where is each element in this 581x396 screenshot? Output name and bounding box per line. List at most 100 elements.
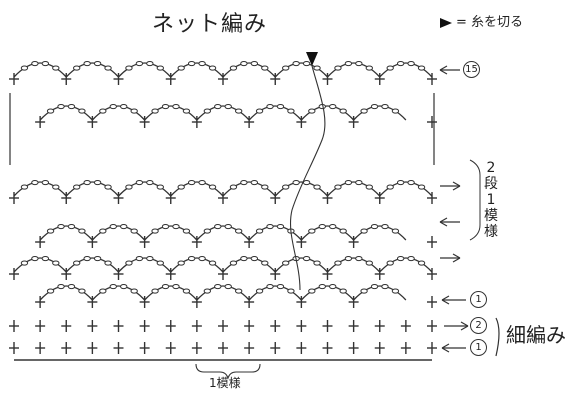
chain-oval-icon	[109, 223, 117, 230]
repeat-note-char: 1	[486, 192, 496, 208]
chain-oval-icon	[187, 179, 196, 186]
chain-oval-icon	[99, 108, 107, 114]
chain-arch	[170, 62, 224, 78]
chain-oval-icon	[93, 179, 102, 186]
chain-arch	[379, 257, 433, 273]
chain-oval-icon	[344, 60, 353, 67]
single-crochet-cross-icon	[113, 320, 124, 332]
single-crochet-cross-icon	[427, 342, 437, 354]
chain-oval-icon	[31, 179, 39, 186]
single-crochet-cross-icon	[427, 116, 437, 128]
chain-oval-icon	[329, 223, 337, 230]
single-crochet-cross-icon	[165, 342, 176, 354]
chain-oval-icon	[135, 255, 144, 262]
chain-arch	[39, 225, 93, 241]
chain-oval-icon	[125, 260, 133, 266]
chain-arch	[196, 105, 250, 121]
single-crochet-cross-icon	[191, 296, 202, 308]
chain-oval-icon	[172, 283, 180, 290]
single-crochet-cross-icon	[427, 236, 437, 248]
chain-arch	[222, 62, 276, 78]
single-crochet-cross-icon	[270, 192, 281, 204]
stitch-grid	[9, 52, 437, 380]
chain-arch	[300, 285, 355, 301]
chain-oval-icon	[234, 108, 243, 114]
chain-arch	[353, 285, 407, 301]
chain-oval-icon	[255, 108, 264, 114]
single-crochet-cross-icon	[296, 320, 307, 332]
single-crochet-cross-icon	[400, 342, 411, 354]
chain-oval-icon	[104, 184, 112, 190]
chain-oval-icon	[208, 184, 217, 190]
repeat-note-char: 2	[486, 160, 496, 176]
chain-oval-icon	[120, 223, 128, 230]
chain-oval-icon	[161, 283, 170, 290]
chain-oval-icon	[214, 283, 222, 290]
chain-oval-icon	[313, 65, 321, 71]
chain-oval-icon	[250, 255, 259, 262]
chain-oval-icon	[41, 60, 50, 67]
chain-oval-icon	[46, 288, 55, 294]
single-crochet-cross-icon	[139, 296, 150, 308]
single-crochet-cross-icon	[244, 342, 255, 354]
chain-oval-icon	[78, 108, 86, 114]
chain-oval-icon	[287, 288, 295, 294]
chain-oval-icon	[334, 184, 342, 190]
single-crochet-cross-icon	[270, 268, 281, 280]
chain-oval-icon	[407, 179, 415, 186]
chain-oval-icon	[329, 103, 337, 110]
single-crochet-cross-icon	[191, 236, 202, 248]
single-crochet-cross-icon	[374, 73, 385, 85]
chain-oval-icon	[365, 260, 373, 266]
chain-arch	[327, 181, 381, 197]
single-crochet-cross-icon	[9, 342, 19, 354]
single-crochet-cross-icon	[244, 236, 255, 248]
chain-oval-icon	[329, 283, 337, 290]
single-crochet-cross-icon	[35, 342, 46, 354]
single-crochet-cross-icon	[427, 296, 437, 308]
single-crochet-cross-icon	[35, 116, 46, 128]
single-crochet-cross-icon	[244, 296, 255, 308]
single-crochet-cross-icon	[87, 116, 98, 128]
chain-oval-icon	[203, 228, 212, 234]
chain-oval-icon	[20, 260, 29, 266]
chain-oval-icon	[370, 103, 379, 110]
chain-arch	[300, 225, 355, 241]
single-crochet-cross-icon	[61, 73, 72, 85]
chain-oval-icon	[334, 260, 342, 266]
chain-arch	[13, 257, 67, 273]
chain-arch	[170, 257, 224, 273]
chain-oval-icon	[250, 60, 259, 67]
chain-oval-icon	[125, 184, 133, 190]
chain-oval-icon	[41, 255, 50, 262]
chain-oval-icon	[240, 179, 248, 186]
chain-oval-icon	[240, 255, 248, 262]
chain-oval-icon	[109, 103, 117, 110]
chain-arch	[65, 181, 119, 197]
chain-oval-icon	[151, 288, 159, 294]
chain-oval-icon	[57, 283, 65, 290]
chain-oval-icon	[355, 179, 363, 186]
single-crochet-cross-icon	[348, 236, 359, 248]
chain-oval-icon	[203, 288, 212, 294]
single-crochet-cross-icon	[87, 236, 98, 248]
single-crochet-cross-icon	[113, 268, 124, 280]
chain-oval-icon	[161, 223, 170, 230]
single-crochet-cross-icon	[35, 320, 46, 332]
chain-oval-icon	[120, 103, 128, 110]
chain-oval-icon	[250, 179, 259, 186]
chain-arch	[118, 62, 172, 78]
chain-arch	[327, 62, 381, 78]
single-crochet-cross-icon	[427, 320, 437, 332]
chain-arch	[222, 181, 276, 197]
chain-oval-icon	[46, 108, 55, 114]
single-crochet-cross-icon	[165, 320, 176, 332]
chain-oval-icon	[99, 288, 107, 294]
chain-oval-icon	[125, 65, 133, 71]
chain-oval-icon	[355, 60, 363, 67]
chain-oval-icon	[57, 103, 65, 110]
arrow-left-icon	[439, 65, 448, 75]
chain-arch	[39, 105, 93, 121]
chain-oval-icon	[57, 223, 65, 230]
chain-oval-icon	[151, 108, 159, 114]
